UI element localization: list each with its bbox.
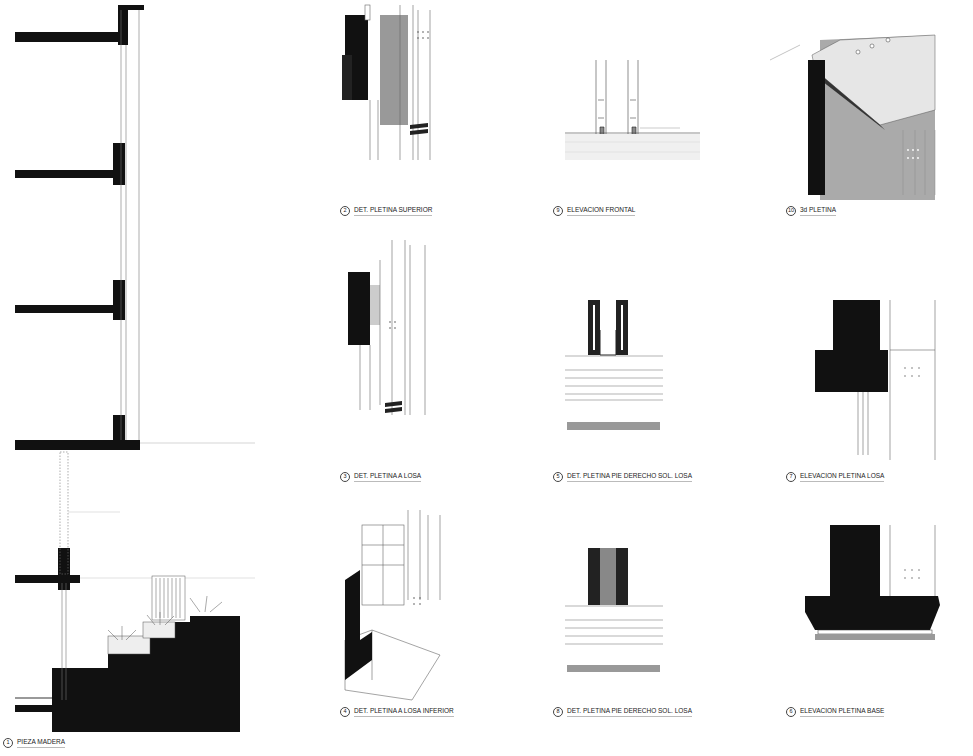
callout-number: 7 xyxy=(786,472,796,482)
view-title: 5 DET. PLETINA PIE DERECHO SOL. LOSA xyxy=(553,472,692,482)
view-title: 2 DET. PLETINA SUPERIOR xyxy=(340,206,432,216)
view-name: DET. PLETINA SUPERIOR xyxy=(354,206,432,215)
view-title: 7 ELEVACION PLETINA LOSA xyxy=(786,472,884,482)
view-name: ELEVACION PLETINA LOSA xyxy=(800,472,884,481)
view-name: ELEVACION PLETINA BASE xyxy=(800,707,884,716)
callout-number: 2 xyxy=(340,206,350,216)
view-name: PIEZA MADERA xyxy=(17,738,65,747)
view-name: DET. PLETINA A LOSA INFERIOR xyxy=(354,707,454,716)
view-name: 3d PLETINA xyxy=(800,206,836,215)
callout-number: 8 xyxy=(553,707,563,717)
view-name: DET. PLETINA A LOSA xyxy=(354,472,421,481)
callout-number: 3 xyxy=(340,472,350,482)
view-title: 10 3d PLETINA xyxy=(786,206,836,216)
callout-number: 5 xyxy=(553,472,563,482)
view-name: ELEVACION FRONTAL xyxy=(567,206,635,215)
view-title: 6 ELEVACION PLETINA BASE xyxy=(786,707,884,717)
view-name: DET. PLETINA PIE DERECHO SOL. LOSA xyxy=(567,472,692,481)
callout-number: 9 xyxy=(553,206,563,216)
callout-number: 10 xyxy=(786,206,796,216)
view-title: 1 PIEZA MADERA xyxy=(3,738,65,748)
view-title: 4 DET. PLETINA A LOSA INFERIOR xyxy=(340,707,454,717)
callout-number: 6 xyxy=(786,707,796,717)
callout-number: 1 xyxy=(3,738,13,748)
view-title: 8 DET. PLETINA PIE DERECHO SOL. LOSA xyxy=(553,707,692,717)
view-title: 3 DET. PLETINA A LOSA xyxy=(340,472,421,482)
view-name: DET. PLETINA PIE DERECHO SOL. LOSA xyxy=(567,707,692,716)
view-title: 9 ELEVACION FRONTAL xyxy=(553,206,635,216)
callout-number: 4 xyxy=(340,707,350,717)
